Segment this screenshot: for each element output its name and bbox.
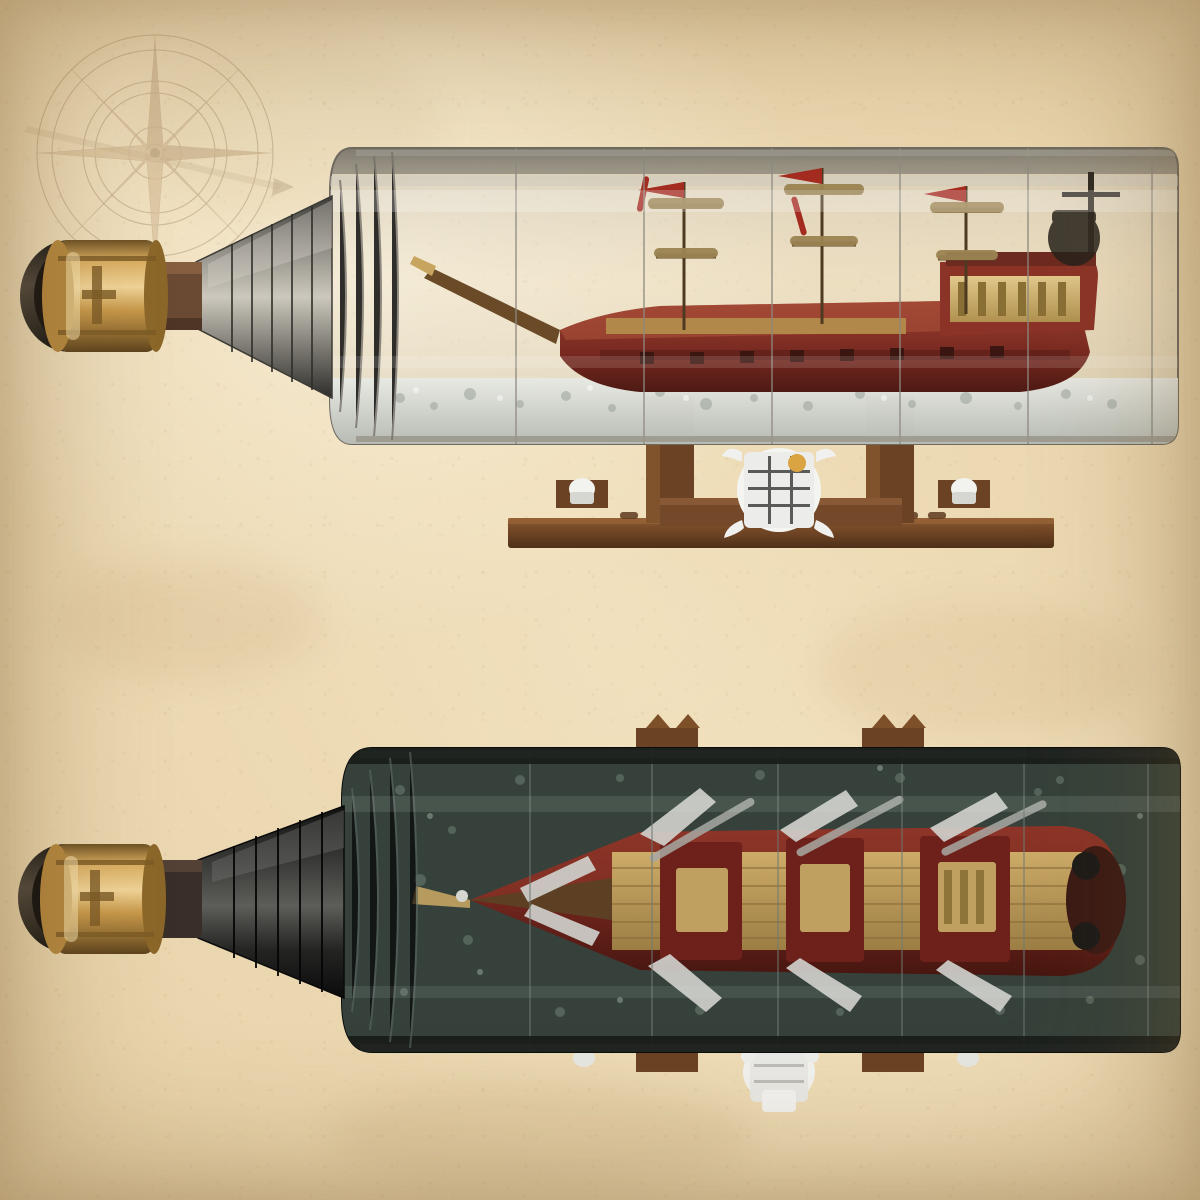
bottle-cap-top: [18, 844, 166, 954]
stand-detail-piece: [573, 1049, 979, 1067]
bottle-cap-side: [20, 240, 168, 352]
sails-top-view: [520, 788, 1012, 1012]
ship-deck-top: [412, 826, 1126, 976]
bottle-side-svg: [20, 147, 1179, 548]
bottle-neck-top: [152, 804, 345, 1000]
nameplate-emblem-top-view: [741, 1040, 819, 1112]
ship-in-bottle-side-view: [20, 147, 1179, 548]
nameplate-emblem: [722, 448, 836, 538]
bottle-body-top: [341, 747, 1181, 1053]
display-stand-side: [508, 396, 1054, 548]
bottle-top-svg: [18, 714, 1181, 1112]
bottle-neck-side: [150, 194, 333, 400]
ship-in-bottle-top-view: [0, 620, 1200, 1200]
bottle-body-side: [329, 147, 1179, 445]
